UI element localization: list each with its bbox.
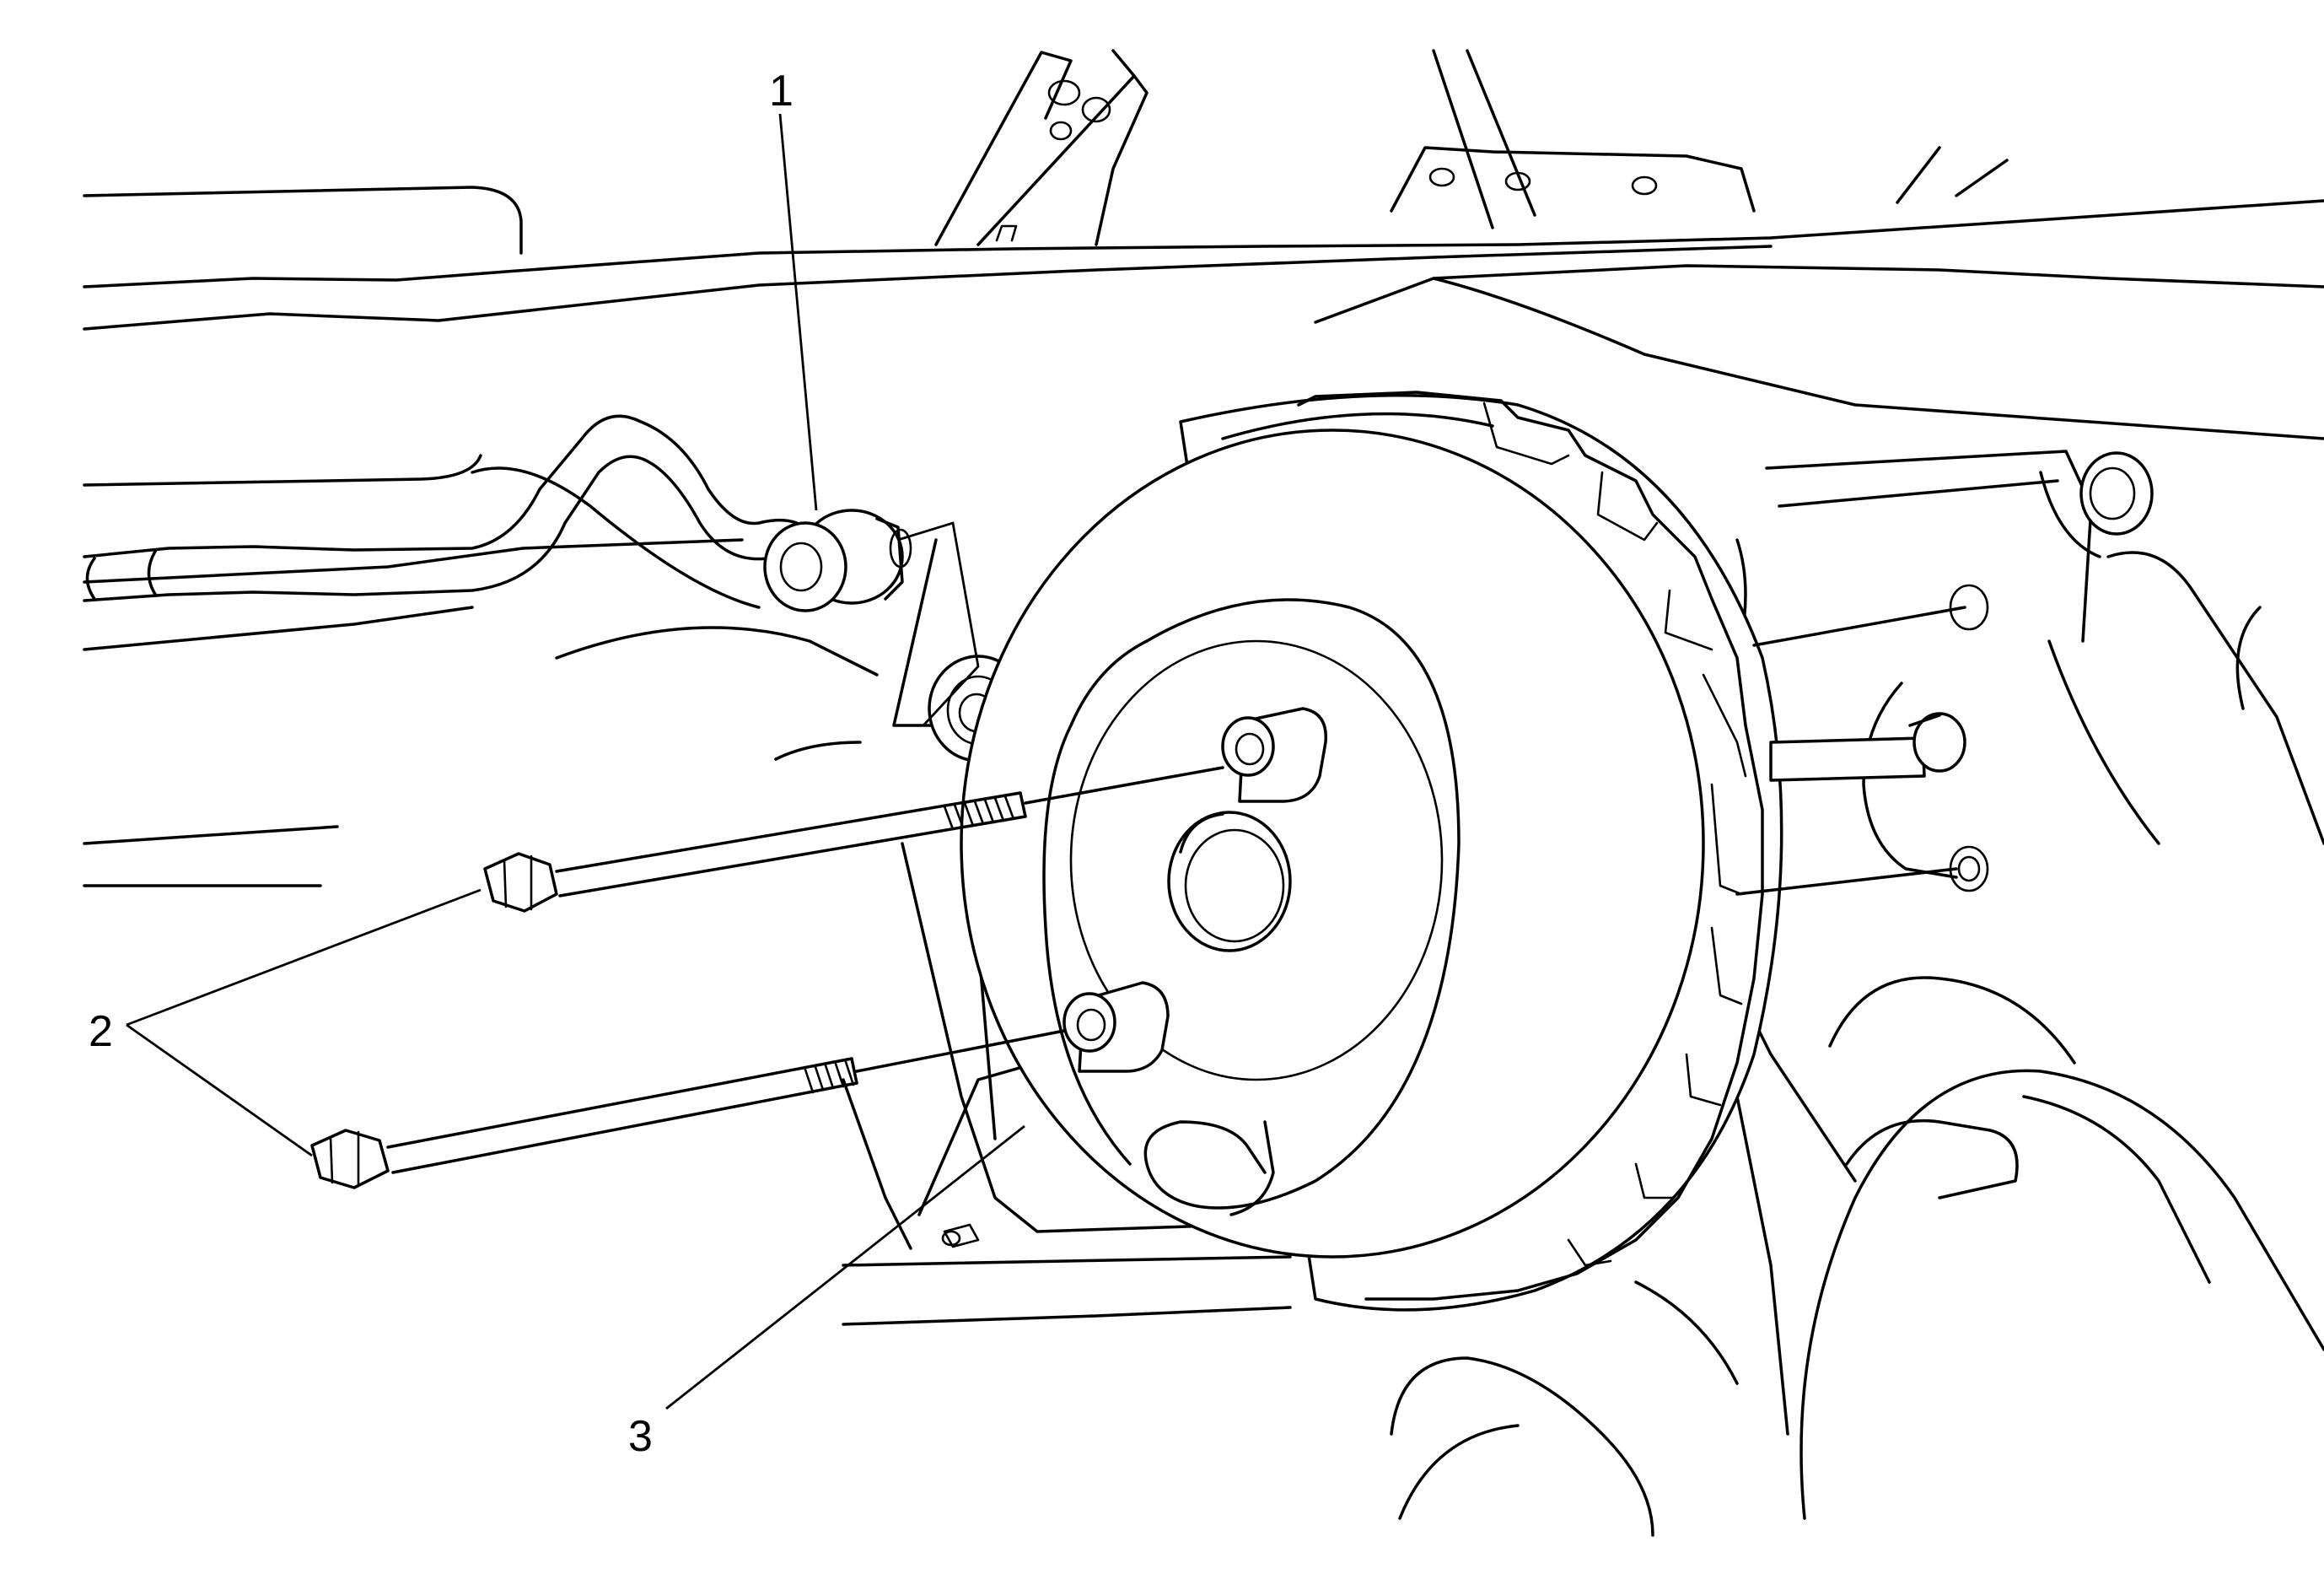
mounting-bolt-upper xyxy=(483,766,1224,913)
leader-2-upper xyxy=(126,888,481,1027)
leader-2-lower xyxy=(126,1023,313,1157)
alignment-line xyxy=(897,521,980,726)
callout-3: 3 xyxy=(628,1412,653,1461)
vehicle-frame-background xyxy=(83,49,2324,1537)
vacuum-hose xyxy=(83,414,811,602)
callout-leaders xyxy=(126,113,1025,1410)
check-valve xyxy=(763,509,912,612)
booster-stud-boss-upper xyxy=(1221,707,1327,803)
leader-3 xyxy=(665,1124,1025,1410)
booster-stud-boss-lower xyxy=(1062,981,1170,1073)
mounting-bolt-lower xyxy=(310,1029,1066,1189)
callout-1: 1 xyxy=(769,67,793,116)
brake-booster xyxy=(960,391,1966,1312)
leader-1 xyxy=(778,113,818,511)
callout-2: 2 xyxy=(89,1007,113,1056)
